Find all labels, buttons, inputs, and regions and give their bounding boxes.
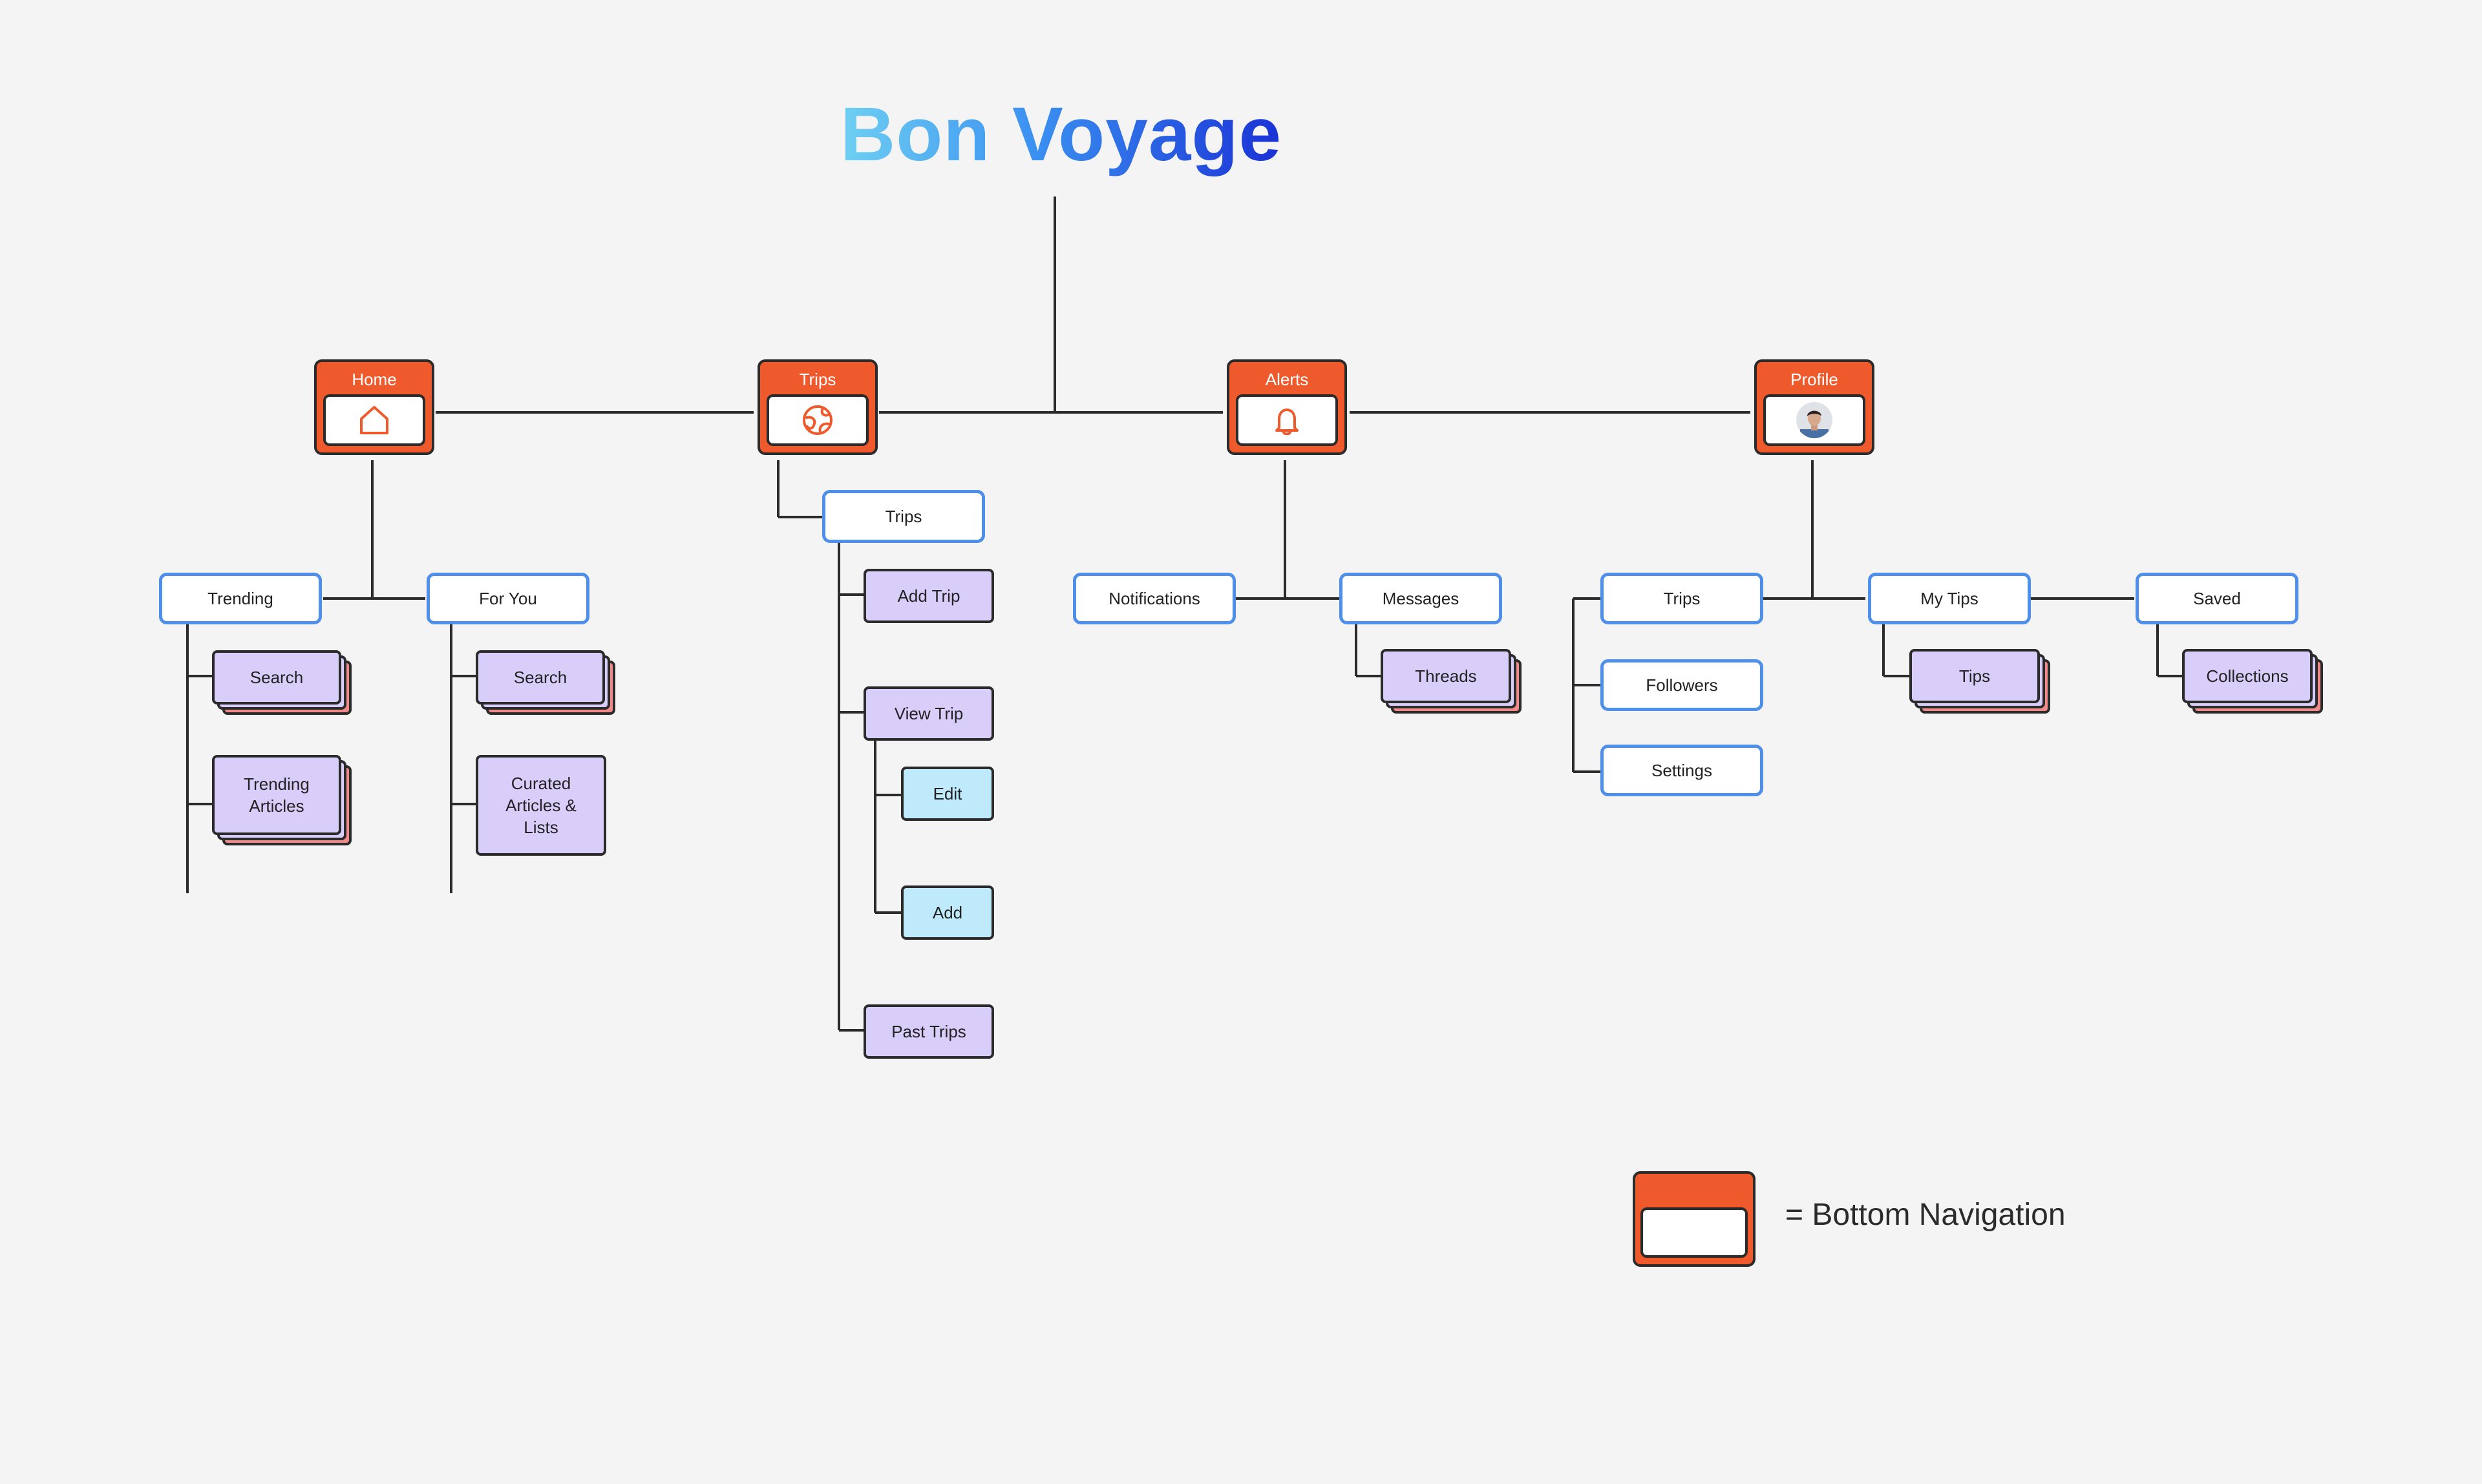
section-for-you[interactable]: For You xyxy=(427,573,589,624)
section-trending[interactable]: Trending xyxy=(159,573,322,624)
screen-add-trip[interactable]: Add Trip xyxy=(864,569,994,623)
nav-alerts[interactable]: Alerts xyxy=(1227,359,1347,455)
nav-home-label: Home xyxy=(352,370,397,389)
home-icon xyxy=(360,406,388,434)
section-profile-trips[interactable]: Trips xyxy=(1600,573,1763,624)
subscreen-add[interactable]: Add xyxy=(901,885,994,940)
nav-home-screen xyxy=(323,394,425,446)
avatar-photo xyxy=(1796,402,1832,438)
section-notifications[interactable]: Notifications xyxy=(1073,573,1236,624)
bell-icon xyxy=(1275,408,1299,436)
nav-trips-label: Trips xyxy=(799,370,836,389)
screen-view-trip[interactable]: View Trip xyxy=(864,686,994,741)
screen-threads[interactable]: Threads xyxy=(1381,649,1511,703)
legend-swatch-screen xyxy=(1640,1207,1748,1258)
screen-tips[interactable]: Tips xyxy=(1909,649,2040,703)
screen-collections[interactable]: Collections xyxy=(2182,649,2313,703)
screen-foryou-search[interactable]: Search xyxy=(476,650,605,705)
legend-swatch xyxy=(1633,1171,1755,1267)
diagram-title: Bon Voyage xyxy=(840,92,1282,177)
section-settings[interactable]: Settings xyxy=(1600,745,1763,796)
nav-trips[interactable]: Trips xyxy=(758,359,878,455)
nav-trips-screen xyxy=(767,394,869,446)
section-my-tips[interactable]: My Tips xyxy=(1868,573,2031,624)
section-trips[interactable]: Trips xyxy=(822,490,985,543)
nav-home[interactable]: Home xyxy=(314,359,434,455)
nav-profile-label: Profile xyxy=(1790,370,1838,389)
nav-profile-screen xyxy=(1763,394,1865,446)
section-messages[interactable]: Messages xyxy=(1339,573,1502,624)
screen-trending-search[interactable]: Search xyxy=(212,650,341,705)
section-followers[interactable]: Followers xyxy=(1600,659,1763,711)
legend-label: = Bottom Navigation xyxy=(1785,1198,2066,1232)
nav-profile[interactable]: Profile xyxy=(1754,359,1874,455)
section-saved[interactable]: Saved xyxy=(2136,573,2298,624)
subscreen-edit[interactable]: Edit xyxy=(901,767,994,821)
globe-icon xyxy=(803,405,833,435)
screen-curated-articles[interactable]: Curated Articles & Lists xyxy=(476,755,606,856)
screen-trending-articles[interactable]: Trending Articles xyxy=(212,755,341,835)
screen-past-trips[interactable]: Past Trips xyxy=(864,1004,994,1059)
nav-alerts-screen xyxy=(1236,394,1338,446)
nav-alerts-label: Alerts xyxy=(1265,370,1309,389)
